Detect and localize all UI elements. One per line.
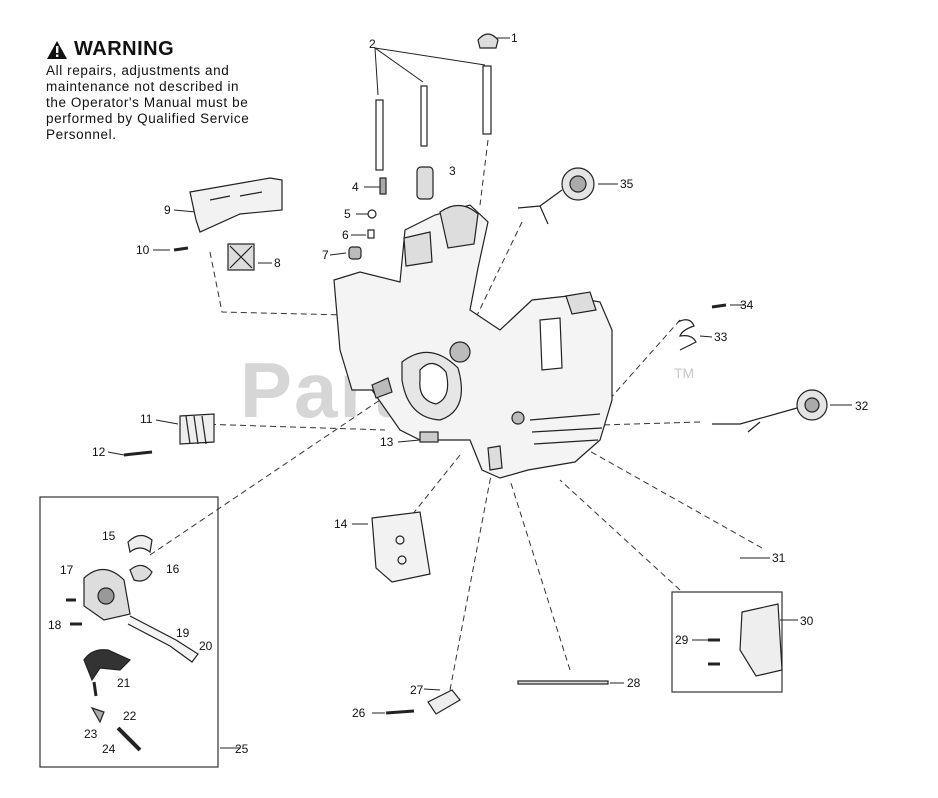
warning-notice: WARNING All repairs, adjustments and mai… [46,38,276,143]
callout-17: 17 [60,563,74,577]
callout-35: 35 [620,177,634,191]
callout-15: 15 [102,529,116,543]
callout-31: 31 [772,551,786,565]
warning-line: the Operator's Manual must be [46,95,249,110]
callout-11: 11 [140,412,153,426]
callout-9: 9 [164,203,171,217]
warning-title: WARNING [74,38,175,60]
callout-26: 26 [352,706,366,720]
callout-24: 24 [102,742,116,756]
callout-1: 1 [511,31,518,45]
callout-14: 14 [334,517,348,531]
callout-2: 2 [369,37,376,51]
callout-18: 18 [48,618,62,632]
callout-13: 13 [380,435,394,449]
callout-22: 22 [123,709,137,723]
warning-triangle-icon [47,40,67,59]
callout-20: 20 [199,639,213,653]
callout-6: 6 [342,228,349,242]
warning-body: All repairs, adjustments and maintenance… [46,63,276,143]
callout-28: 28 [627,676,641,690]
callout-25: 25 [235,742,249,756]
callout-30: 30 [800,614,814,628]
callout-8: 8 [274,256,281,270]
watermark-trademark: TM [674,365,695,381]
callout-3: 3 [449,164,456,178]
callout-27: 27 [410,683,424,697]
callout-5: 5 [344,207,351,221]
warning-line: maintenance not described in [46,79,240,94]
callout-32: 32 [855,399,869,413]
warning-line: Personnel. [46,127,117,142]
callout-4: 4 [352,180,359,194]
callout-34: 34 [740,298,754,312]
callout-16: 16 [166,562,180,576]
warning-heading: WARNING [46,38,276,61]
callout-7: 7 [322,248,329,262]
callout-12: 12 [92,445,106,459]
callout-10: 10 [136,243,150,257]
callout-29: 29 [675,633,689,647]
callout-33: 33 [714,330,728,344]
callout-21: 21 [117,676,131,690]
callout-19: 19 [176,626,190,640]
warning-line: performed by Qualified Service [46,111,250,126]
warning-line: All repairs, adjustments and [46,63,230,78]
callout-23: 23 [84,727,98,741]
